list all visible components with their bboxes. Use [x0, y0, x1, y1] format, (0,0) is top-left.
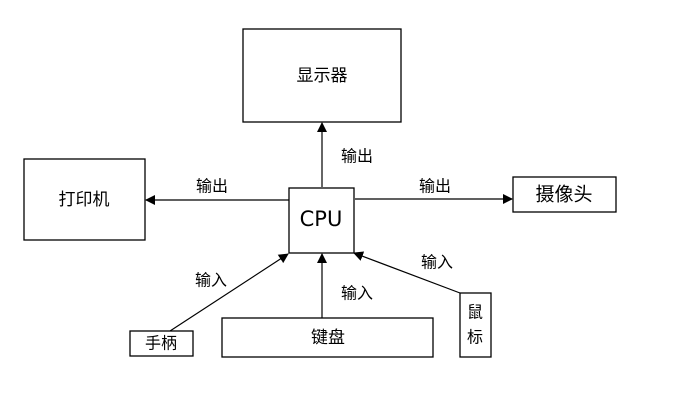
edge-label-input-mouse: 输入: [421, 253, 453, 272]
camera-node: 摄像头: [512, 176, 617, 213]
edge-label-input-keyboard: 输入: [341, 284, 373, 303]
edge-label-output-printer: 输出: [196, 177, 228, 196]
mouse-node: 鼠 标: [459, 292, 492, 358]
mouse-label-line2: 标: [467, 328, 483, 347]
cpu-label: CPU: [300, 207, 343, 231]
printer-node: 打印机: [23, 158, 146, 241]
keyboard-label: 键盘: [311, 328, 345, 348]
arrow-gamepad-to-cpu: [169, 253, 289, 332]
cpu-node: CPU: [288, 187, 355, 254]
printer-label: 打印机: [59, 190, 110, 210]
gamepad-label: 手柄: [145, 334, 177, 353]
edge-label-output-display: 输出: [341, 147, 373, 166]
edge-label-input-gamepad: 输入: [195, 271, 227, 290]
camera-label: 摄像头: [535, 184, 592, 206]
mouse-label-line1: 鼠: [467, 303, 483, 322]
keyboard-node: 键盘: [221, 317, 434, 358]
arrow-mouse-to-cpu: [353, 251, 461, 294]
gamepad-node: 手柄: [129, 330, 194, 357]
display-label: 显示器: [297, 66, 348, 86]
display-node: 显示器: [242, 28, 402, 123]
edge-label-output-camera: 输出: [419, 177, 451, 196]
